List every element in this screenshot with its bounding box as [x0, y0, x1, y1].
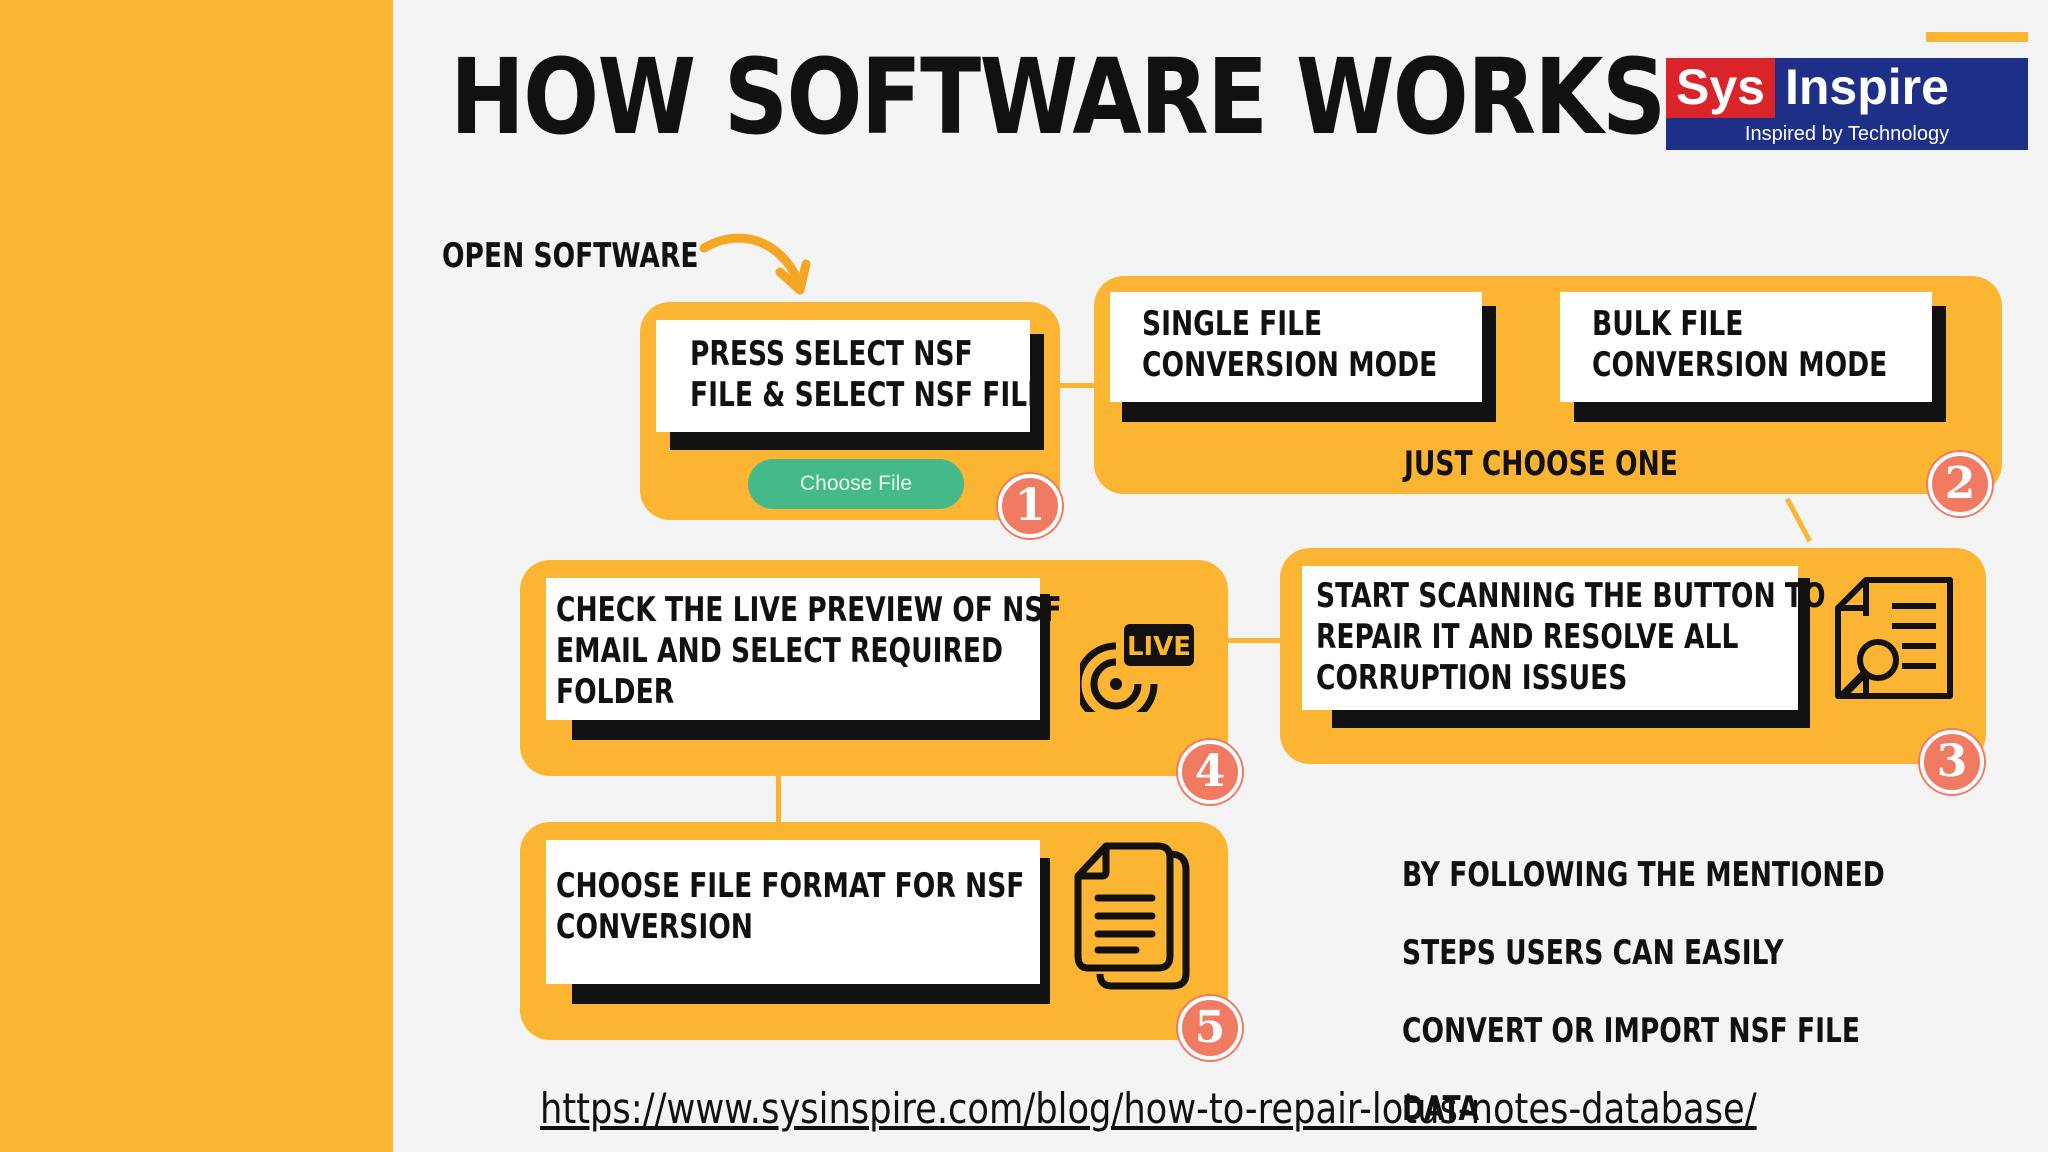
step-1-text-line-1: PRESS SELECT NSF [690, 334, 973, 374]
bulk-file-mode-option[interactable]: BULK FILE CONVERSION MODE [1560, 292, 1932, 402]
single-file-mode-line-1: SINGLE FILE [1142, 304, 1323, 344]
brand-logo: Sys Inspire Inspired by Technology [1666, 58, 2028, 154]
step-4-text-line-1: CHECK THE LIVE PREVIEW OF NSF [556, 590, 1062, 630]
step-3-card: START SCANNING THE BUTTON TO REPAIR IT A… [1302, 566, 1826, 710]
connector-4-5 [776, 772, 781, 826]
single-file-mode-line-2: CONVERSION MODE [1142, 345, 1438, 385]
summary-line-2: STEPS USERS CAN EASILY [1402, 933, 1784, 973]
step-3-text-line-3: CORRUPTION ISSUES [1316, 658, 1628, 698]
step-5-text-line-2: CONVERSION [556, 907, 753, 947]
curved-arrow-icon [699, 233, 811, 295]
source-url-link[interactable]: https://www.sysinspire.com/blog/how-to-r… [540, 1084, 1757, 1133]
step-1-badge: 1 [998, 474, 1062, 538]
summary-line-4: DATA [1402, 1089, 1480, 1129]
live-broadcast-icon: LIVE [1080, 624, 1194, 712]
step-4-text-line-2: EMAIL AND SELECT REQUIRED [556, 631, 1004, 671]
summary-text: BY FOLLOWING THE MENTIONED STEPS USERS C… [1402, 856, 2021, 1129]
logo-tagline: Inspired by Technology [1666, 118, 2028, 150]
step-3-badge: 3 [1920, 730, 1984, 794]
documents-icon [1074, 842, 1190, 990]
logo-accent-bar [1926, 32, 2028, 42]
live-label: LIVE [1127, 632, 1191, 662]
step-1-text-line-2: FILE & SELECT NSF FILE [690, 375, 1046, 415]
bulk-file-mode-line-2: CONVERSION MODE [1592, 345, 1888, 385]
step-4-badge: 4 [1178, 740, 1242, 804]
logo-sys-text: Sys [1666, 58, 1775, 118]
just-choose-one-note: JUST CHOOSE ONE [1404, 444, 1678, 484]
page-title: HOW SOFTWARE WORKS [450, 36, 1666, 158]
choose-file-button[interactable]: Choose File [748, 459, 964, 509]
single-file-mode-option[interactable]: SINGLE FILE CONVERSION MODE [1110, 292, 1482, 402]
connector-3-4 [1224, 638, 1282, 643]
step-4-text-line-3: FOLDER [556, 672, 675, 712]
step-5-card: CHOOSE FILE FORMAT FOR NSF CONVERSION [546, 840, 1040, 984]
step-5-text-line-1: CHOOSE FILE FORMAT FOR NSF [556, 866, 1025, 906]
bulk-file-mode-line-1: BULK FILE [1592, 304, 1744, 344]
step-3-text-line-2: REPAIR IT AND RESOLVE ALL [1316, 617, 1739, 657]
document-search-icon [1835, 577, 1953, 699]
step-3-text-line-1: START SCANNING THE BUTTON TO [1316, 576, 1826, 616]
step-1-card: PRESS SELECT NSF FILE & SELECT NSF FILE [656, 320, 1045, 432]
open-software-label: OPEN SOFTWARE [442, 236, 699, 276]
step-4-card: CHECK THE LIVE PREVIEW OF NSF EMAIL AND … [546, 578, 1062, 720]
step-2-badge: 2 [1928, 452, 1992, 516]
connector-1-2 [1056, 383, 1096, 388]
summary-line-3: CONVERT OR IMPORT NSF FILE [1402, 1011, 1861, 1051]
step-5-badge: 5 [1178, 996, 1242, 1060]
summary-line-1: BY FOLLOWING THE MENTIONED [1402, 855, 1885, 895]
left-accent-band [0, 0, 393, 1152]
logo-inspire-text: Inspire [1774, 58, 2028, 118]
connector-2-3 [1785, 497, 1812, 543]
